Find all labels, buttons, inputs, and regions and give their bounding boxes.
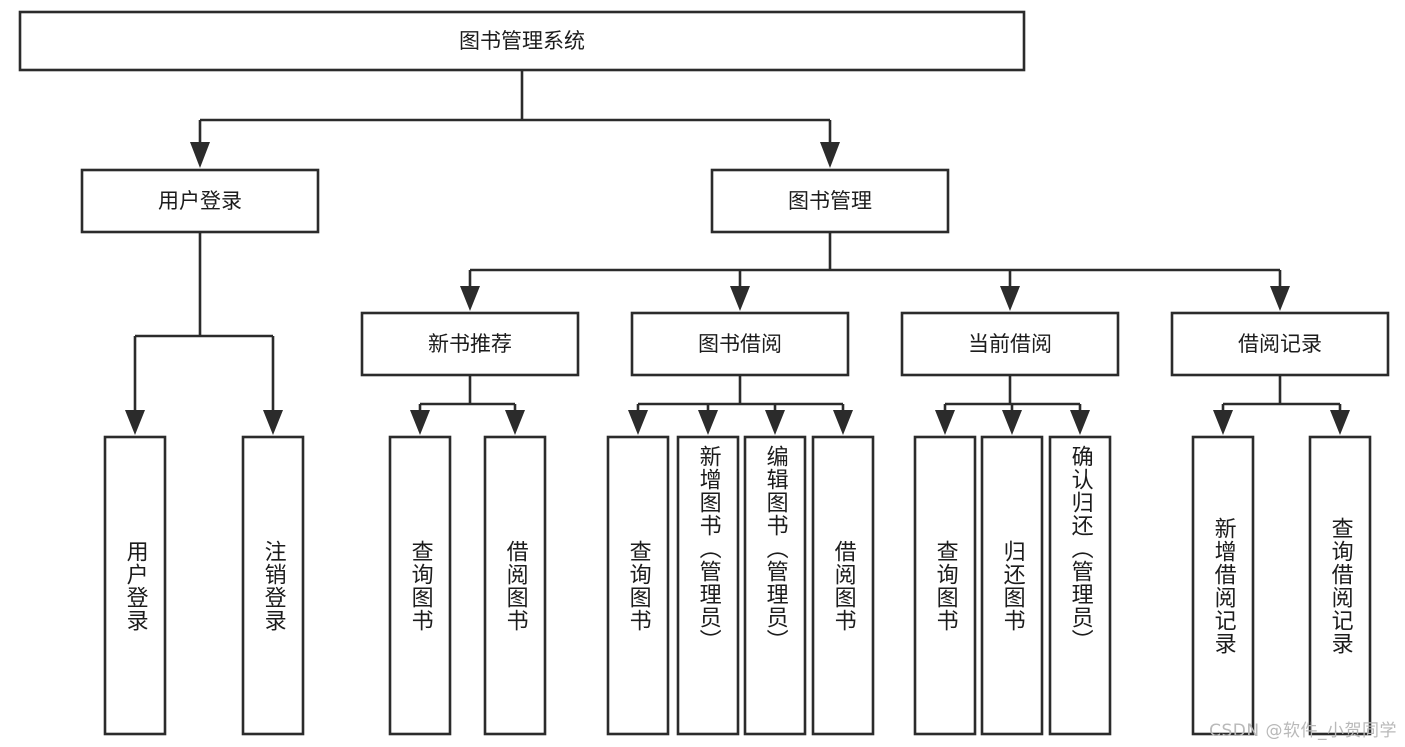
node-leaf-edit-book-box[interactable]	[743, 435, 807, 736]
arrow-bb-to-leaf-query	[628, 410, 648, 435]
connector-group-borrow-record	[1213, 375, 1350, 435]
arrow-cb-to-leaf-confirm	[1070, 410, 1090, 435]
connector-group-book-borrow	[628, 375, 853, 435]
arrow-bm-to-borrow-record	[1270, 286, 1290, 311]
arrow-bm-to-current-borrow	[1000, 286, 1020, 311]
arrow-bb-to-leaf-edit	[765, 410, 785, 435]
node-book-borrow[interactable]: 图书借阅	[630, 311, 850, 377]
node-borrow-record[interactable]: 借阅记录	[1170, 311, 1390, 377]
arrow-br-to-leaf-query	[1330, 410, 1350, 435]
arrow-br-to-leaf-add	[1213, 410, 1233, 435]
node-leaf-return-book-box[interactable]	[980, 435, 1044, 736]
connector-group-new-book-rec	[410, 375, 525, 435]
connector-group-current-borrow	[935, 375, 1090, 435]
connector-group-book-manage	[460, 232, 1290, 311]
node-new-book-rec[interactable]: 新书推荐	[360, 311, 580, 377]
node-leaf-logout-box[interactable]	[241, 435, 305, 736]
node-book-borrow-box[interactable]	[630, 311, 850, 377]
node-root-label: 图书管理系统	[459, 29, 585, 53]
node-current-borrow[interactable]: 当前借阅	[900, 311, 1120, 377]
arrow-cb-to-leaf-query	[935, 410, 955, 435]
node-leaf-add-book-box[interactable]	[676, 435, 740, 736]
node-borrow-record-label: 借阅记录	[1238, 332, 1322, 356]
connector-group-user-login	[125, 232, 283, 435]
node-leaf-query-book-bb-box[interactable]	[606, 435, 670, 736]
arrow-bm-to-new-book-rec	[460, 286, 480, 311]
arrow-nbr-to-leaf-borrow	[505, 410, 525, 435]
node-user-login-box[interactable]	[80, 168, 320, 234]
node-leaf-borrow-book-rec-box[interactable]	[483, 435, 547, 736]
node-book-manage[interactable]: 图书管理	[710, 168, 950, 234]
node-leaf-confirm-return-box[interactable]	[1048, 435, 1112, 736]
arrow-bm-to-book-borrow	[730, 286, 750, 311]
node-new-book-rec-label: 新书推荐	[428, 332, 512, 356]
arrow-root-to-user-login	[190, 142, 210, 168]
arrow-bb-to-leaf-borrow	[833, 410, 853, 435]
node-user-login[interactable]: 用户登录	[80, 168, 320, 234]
arrow-cb-to-leaf-return	[1002, 410, 1022, 435]
node-book-manage-box[interactable]	[710, 168, 950, 234]
arrow-ul-to-leaf-user-login	[125, 410, 145, 435]
arrow-ul-to-leaf-logout	[263, 410, 283, 435]
node-root-box[interactable]	[18, 10, 1026, 72]
node-leaf-query-record-box[interactable]	[1308, 435, 1372, 736]
node-book-borrow-label: 图书借阅	[698, 332, 782, 356]
node-leaf-user-login-box[interactable]	[103, 435, 167, 736]
node-new-book-rec-box[interactable]	[360, 311, 580, 377]
node-leaf-borrow-book-bb-box[interactable]	[811, 435, 875, 736]
node-leaf-query-book-rec-box[interactable]	[388, 435, 452, 736]
connector-group-root	[190, 70, 840, 168]
node-user-login-label: 用户登录	[158, 189, 242, 213]
arrow-nbr-to-leaf-query	[410, 410, 430, 435]
node-root[interactable]: 图书管理系统	[18, 10, 1026, 72]
node-book-manage-label: 图书管理	[788, 189, 872, 213]
arrow-bb-to-leaf-add	[698, 410, 718, 435]
arrow-root-to-book-manage	[820, 142, 840, 168]
node-current-borrow-label: 当前借阅	[968, 332, 1052, 356]
node-current-borrow-box[interactable]	[900, 311, 1120, 377]
csdn-watermark: CSDN @软件_小贺同学	[1209, 721, 1397, 741]
node-borrow-record-box[interactable]	[1170, 311, 1390, 377]
node-leaf-query-book-cb-box[interactable]	[913, 435, 977, 736]
node-leaf-add-record-box[interactable]	[1191, 435, 1255, 736]
